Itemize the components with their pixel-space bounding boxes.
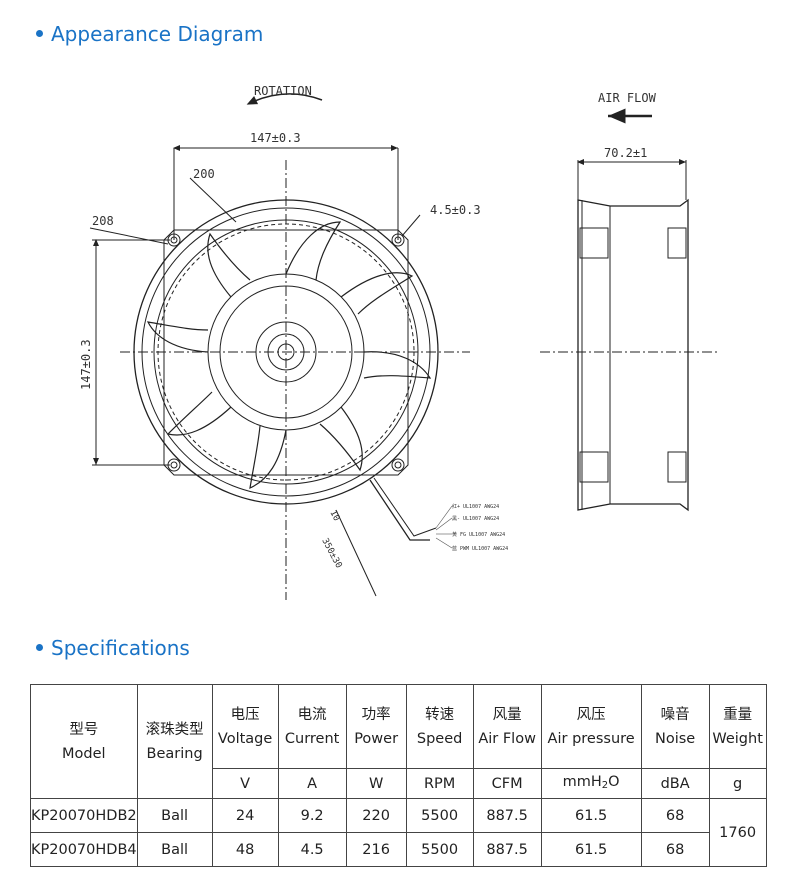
cell-current: 4.5	[277, 832, 347, 867]
cell-speed: 5500	[405, 832, 474, 867]
unit-airflow: CFM	[472, 768, 542, 799]
dim-hole-label: 4.5±0.3	[430, 203, 481, 217]
cell-weight: 1760	[708, 798, 767, 867]
cell-pressure: 61.5	[540, 832, 642, 867]
cell-airflow: 887.5	[472, 832, 542, 867]
wire-label: 黑- UL1007 AWG24	[452, 516, 499, 522]
cell-noise: 68	[640, 832, 710, 867]
unit-noise: dBA	[640, 768, 710, 799]
dim-height-label: 147±0.3	[79, 339, 93, 390]
fan-blades	[146, 221, 432, 490]
cell-bearing: Ball	[136, 832, 213, 867]
cell-current: 9.2	[277, 798, 347, 833]
cell-airflow: 887.5	[472, 798, 542, 833]
cell-power: 216	[345, 832, 407, 867]
unit-power: W	[345, 768, 407, 799]
dim-200-label: 200	[193, 167, 215, 181]
appearance-heading: Appearance Diagram	[36, 22, 263, 46]
unit-weight: g	[708, 768, 767, 799]
lead-wire	[369, 479, 430, 541]
cell-model: KP20070HDB2	[30, 798, 138, 833]
dim-depth-label: 70.2±1	[604, 146, 647, 160]
fan-drawing: ROTATION AIR FLOW 147±0.3 70.2±1 4.5±0.3…	[79, 84, 720, 600]
cell-bearing: Ball	[136, 798, 213, 833]
bullet-icon	[36, 644, 43, 651]
lead-len-2-label: 350±30	[319, 537, 343, 570]
spec-title: Specifications	[51, 636, 190, 660]
fan-side-view	[577, 198, 689, 512]
unit-speed: RPM	[405, 768, 474, 799]
cell-voltage: 24	[211, 798, 279, 833]
wire-label: 蓝 PWM UL1007 AWG24	[452, 545, 508, 552]
unit-current: A	[277, 768, 347, 799]
cell-model: KP20070HDB4	[30, 832, 138, 867]
table-row: KP20070HDB4 Ball 48 4.5 216 5500 887.5 6…	[30, 832, 767, 867]
unit-voltage: V	[211, 768, 279, 799]
rotation-arrow	[246, 93, 323, 105]
units-row: V A W RPM CFM mmH2O dBA g	[31, 768, 767, 799]
wire-label: 黄 FG UL1007 AWG24	[452, 531, 505, 538]
cell-noise: 68	[640, 798, 710, 833]
unit-pressure: mmH2O	[540, 768, 642, 799]
airflow-label: AIR FLOW	[598, 91, 657, 105]
bullet-icon	[36, 30, 43, 37]
appearance-title: Appearance Diagram	[51, 22, 264, 46]
cell-pressure: 61.5	[540, 798, 642, 833]
fan-frame	[163, 229, 409, 476]
cell-power: 220	[345, 798, 407, 833]
wire-label: 红+ UL1007 AWG24	[452, 503, 499, 510]
table-row: KP20070HDB2 Ball 24 9.2 220 5500 887.5 6…	[30, 798, 767, 867]
cell-speed: 5500	[405, 798, 474, 833]
dim-208-label: 208	[92, 214, 114, 228]
rotation-label: ROTATION	[254, 84, 312, 98]
lead-len-1-label: 10	[327, 509, 341, 523]
cell-voltage: 48	[211, 832, 279, 867]
dim-width-label: 147±0.3	[250, 131, 301, 145]
specifications-heading: Specifications	[36, 636, 190, 660]
